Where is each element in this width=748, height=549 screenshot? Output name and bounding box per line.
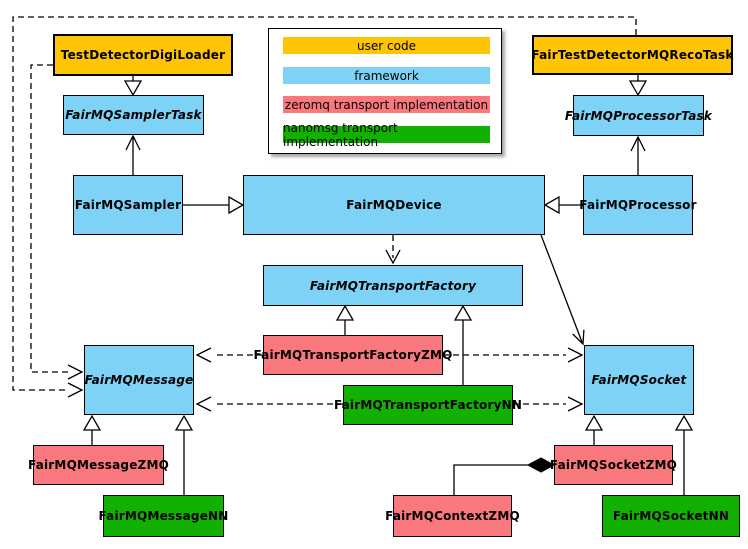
- edge-association-device-to-socket: [540, 234, 585, 346]
- node-fair-test-detector-mq-reco-task: FairTestDetectorMQRecoTask: [531, 35, 733, 75]
- node-fairmq-sampler-task: FairMQSamplerTask: [63, 95, 204, 135]
- node-fairmq-message: FairMQMessage: [84, 345, 194, 415]
- edge-dependency-device-to-transportfactory: [385, 235, 401, 265]
- node-fairmq-sampler: FairMQSampler: [73, 175, 183, 235]
- edge-inheritance-recotask-to-processortask: [628, 75, 648, 97]
- legend-item-user-code: user code: [283, 37, 490, 54]
- node-fairmq-transport-factory-nn: FairMQTransportFactoryNN: [334, 385, 522, 425]
- edge-dependency-factorynn-to-message: [195, 396, 343, 412]
- edge-dependency-factoryzmq-to-socket: [443, 347, 584, 363]
- edge-association-sampler-to-samplertask: [125, 134, 141, 175]
- edge-dependency-factorynn-to-socket: [513, 396, 584, 412]
- edge-association-processor-to-processortask: [630, 135, 646, 175]
- edge-inheritance-socketzmq-to-socket: [584, 414, 604, 445]
- node-fairmq-socket: FairMQSocket: [584, 345, 694, 415]
- node-fairmq-socket-zmq: FairMQSocketZMQ: [550, 445, 677, 485]
- edge-dependency-recotask-to-message: [12, 16, 637, 398]
- legend-item-zeromq: zeromq transport implementation: [283, 96, 490, 113]
- edge-inheritance-factorynn-to-factory: [453, 304, 473, 385]
- node-fairmq-message-nn: FairMQMessageNN: [98, 495, 228, 537]
- edge-inheritance-factoryzmq-to-factory: [335, 304, 355, 335]
- edge-dependency-digiloader-to-message: [30, 64, 84, 380]
- node-test-detector-digi-loader: TestDetectorDigiLoader: [53, 34, 233, 76]
- edge-inheritance-sampler-to-device: [183, 195, 245, 215]
- node-fairmq-message-zmq: FairMQMessageZMQ: [28, 445, 169, 485]
- edge-inheritance-digiloader-to-samplertask: [123, 76, 143, 97]
- node-fairmq-processor-task: FairMQProcessorTask: [565, 95, 712, 136]
- node-fairmq-socket-nn: FairMQSocketNN: [602, 495, 740, 537]
- edge-inheritance-messagenn-to-message: [174, 414, 194, 495]
- node-fairmq-device: FairMQDevice: [243, 175, 545, 235]
- edge-inheritance-socketnn-to-socket: [674, 414, 694, 495]
- legend: user code framework zeromq transport imp…: [268, 28, 502, 154]
- edge-inheritance-messagezmq-to-message: [82, 414, 102, 445]
- node-fairmq-context-zmq: FairMQContextZMQ: [385, 495, 520, 537]
- node-fairmq-transport-factory-zmq: FairMQTransportFactoryZMQ: [253, 335, 452, 375]
- legend-item-framework: framework: [283, 67, 490, 84]
- node-fairmq-processor: FairMQProcessor: [579, 175, 697, 235]
- edge-composition-contextzmq-to-socketzmq: [453, 457, 556, 495]
- edge-inheritance-processor-to-device: [543, 195, 583, 215]
- node-fairmq-transport-factory: FairMQTransportFactory: [263, 265, 523, 306]
- legend-item-nanomsg: nanomsg transport implementation: [283, 121, 490, 149]
- edge-dependency-factoryzmq-to-message: [195, 347, 263, 363]
